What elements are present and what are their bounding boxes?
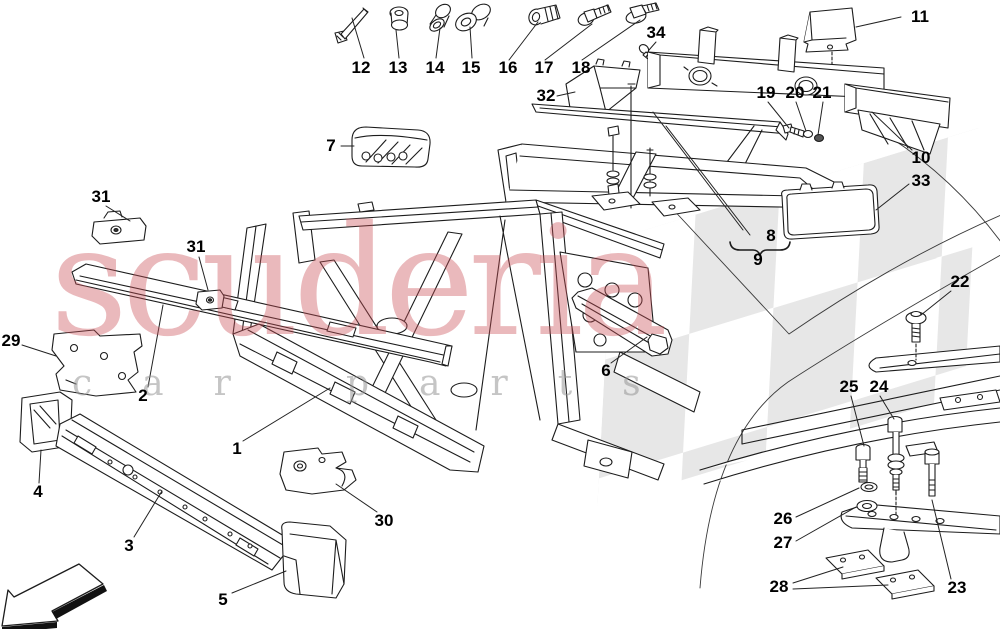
callout-5: 5: [218, 590, 228, 609]
callout-28: 28: [769, 577, 789, 596]
stud-12-icon: [335, 8, 368, 43]
right-side-assembly: [700, 312, 1000, 600]
callout-31: 31: [186, 237, 206, 256]
clip-31-b: [196, 290, 224, 310]
callout-3: 3: [124, 536, 134, 555]
end-cap-5: [282, 522, 346, 598]
plates-28: [826, 550, 934, 599]
insert-16-icon: [527, 5, 560, 27]
fastener-group-8: [592, 84, 700, 216]
callout-18: 18: [571, 58, 591, 77]
washer-27-icon: [857, 501, 877, 512]
callout-17: 17: [534, 58, 554, 77]
callout-25: 25: [839, 377, 859, 396]
callout-16: 16: [498, 58, 518, 77]
bush-15-icon: [452, 1, 493, 34]
callout-23: 23: [947, 578, 967, 597]
callout-1: 1: [232, 439, 242, 458]
bolt-17-icon: [576, 5, 611, 27]
bracket-11: [804, 0, 856, 64]
fastener-icons-row: [335, 1, 659, 64]
washer-21-icon: [815, 135, 824, 142]
callout-14: 14: [425, 58, 445, 77]
callout-20: 20: [785, 83, 805, 102]
bolt-23-icon: [925, 449, 939, 496]
screw-22-icon: [906, 312, 926, 343]
callout-24: 24: [869, 377, 889, 396]
nut-13-icon: [390, 7, 408, 30]
panel-33: [782, 182, 880, 239]
washer-20-icon: [804, 131, 813, 138]
callout-32: 32: [536, 86, 556, 105]
watermark-tagline-parts: parts: [346, 363, 691, 404]
sill-3: [56, 414, 294, 570]
callout-4: 4: [33, 482, 43, 501]
callout-22: 22: [950, 272, 970, 291]
callout-31: 31: [91, 187, 111, 206]
direction-arrow: [2, 564, 107, 629]
bolt-19-icon: [783, 124, 804, 137]
tube-6: [572, 288, 672, 356]
bracket-30: [280, 448, 356, 494]
bracket-29: [52, 330, 142, 396]
callout-21: 21: [812, 83, 832, 102]
callout-15: 15: [461, 58, 481, 77]
callout-8: 8: [766, 226, 776, 245]
frame-extension-10: [845, 84, 950, 154]
bolt-24-icon: [888, 417, 904, 495]
callout-19: 19: [756, 83, 776, 102]
callout-30: 30: [374, 511, 394, 530]
watermark-tagline-car: car: [72, 363, 281, 404]
callout-29: 29: [1, 331, 21, 350]
rear-subframe-middle: [498, 84, 838, 216]
callout-10: 10: [911, 148, 931, 167]
callout-34: 34: [646, 23, 666, 42]
callout-33: 33: [911, 171, 931, 190]
callout-7: 7: [326, 136, 336, 155]
main-frame: [233, 200, 700, 480]
group-brace-9: [730, 242, 790, 255]
callout-9: 9: [753, 250, 763, 269]
callout-2: 2: [138, 386, 148, 405]
rear-subframe-upper: [648, 27, 950, 154]
callout-6: 6: [601, 361, 611, 380]
bolt-18-icon: [625, 3, 659, 25]
washer-26-icon: [861, 483, 877, 492]
callout-11: 11: [911, 7, 929, 26]
callout-12: 12: [351, 58, 371, 77]
callout-27: 27: [773, 533, 793, 552]
callout-26: 26: [773, 509, 793, 528]
leader-lines: [22, 17, 951, 593]
callout-13: 13: [388, 58, 408, 77]
bolt-25-icon: [856, 445, 870, 483]
pad-7: [352, 127, 430, 167]
watermark-brand: scuderia: [50, 193, 668, 370]
